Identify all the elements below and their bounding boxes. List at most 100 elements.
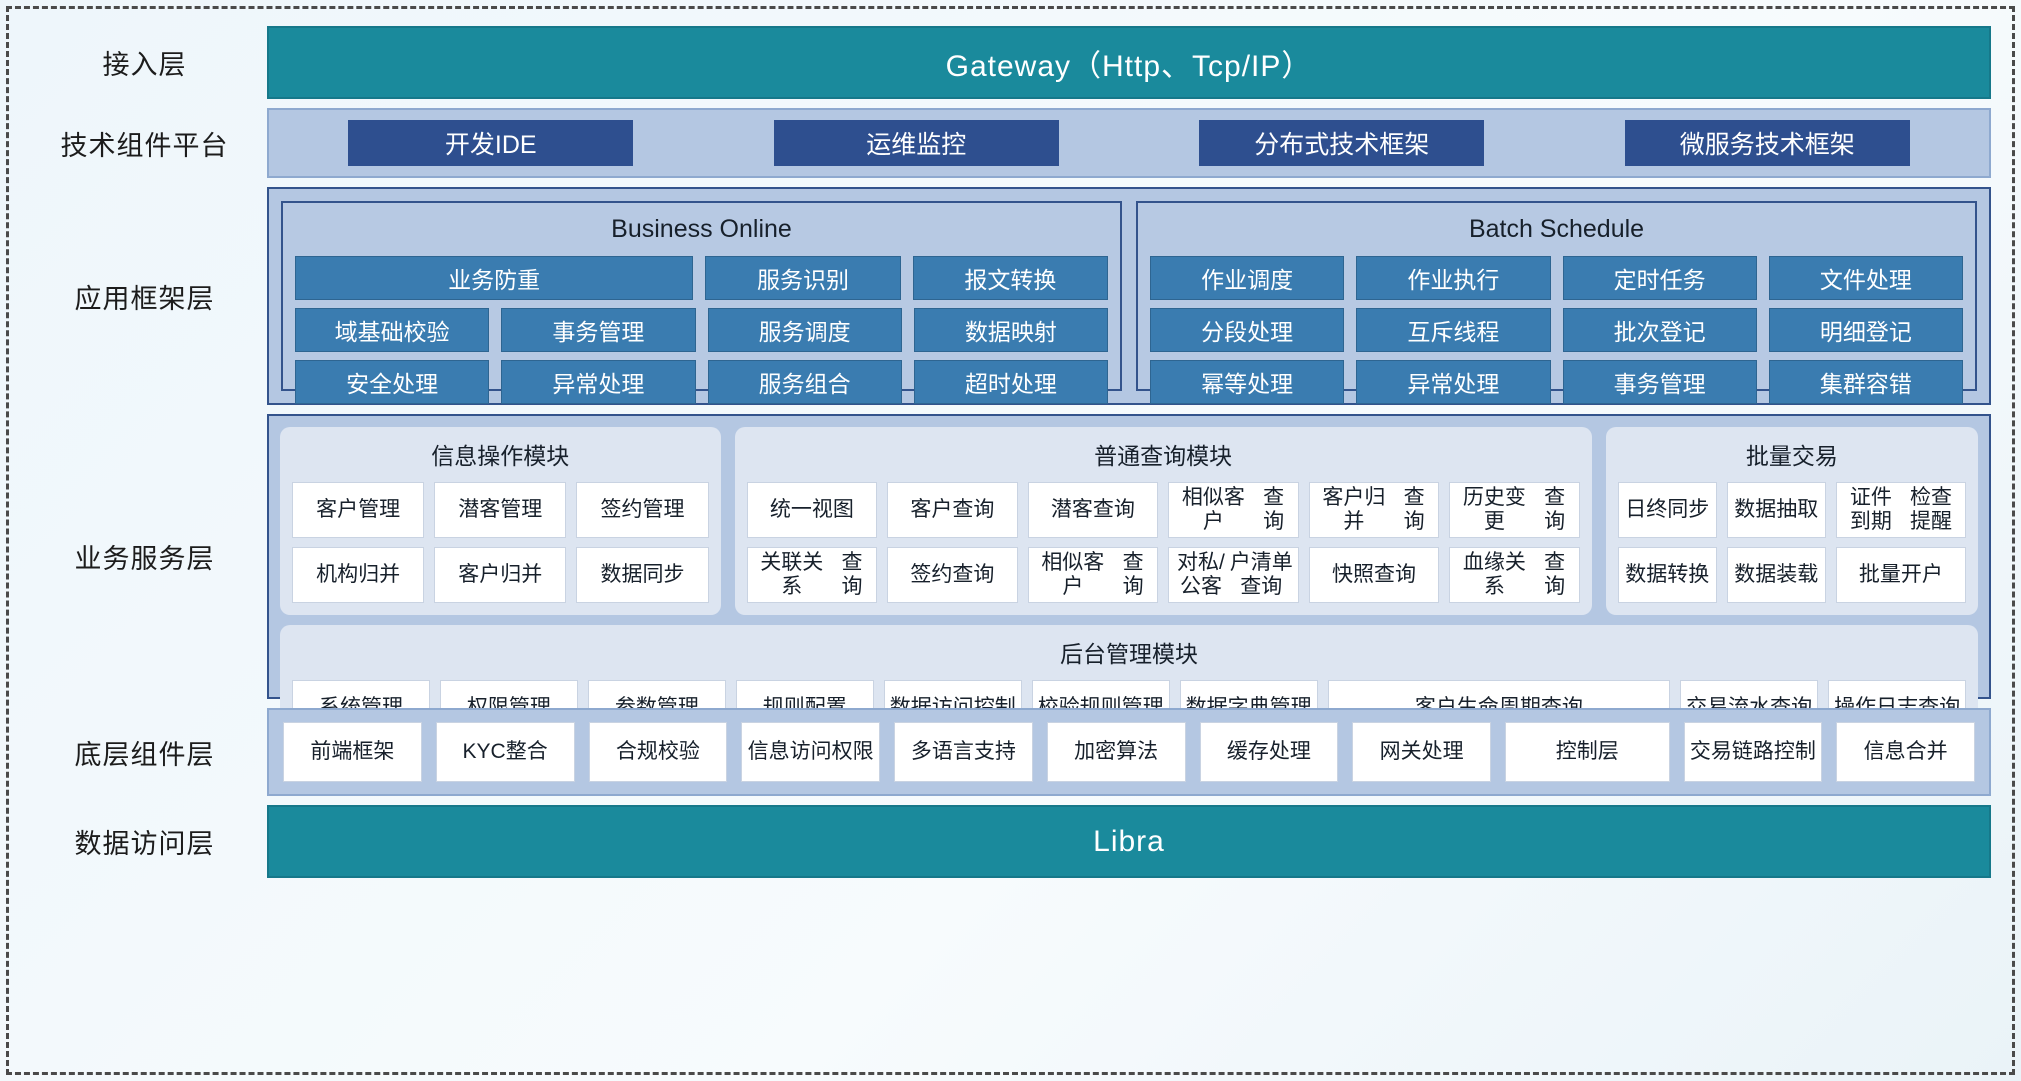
bo-cell-service-composition[interactable]: 服务组合 bbox=[707, 360, 902, 404]
module-title-backend-admin: 后台管理模块 bbox=[1060, 641, 1198, 667]
batch-cell-idempotent-handling[interactable]: 幂等处理 bbox=[1150, 360, 1345, 404]
layers-container: 接入层 Gateway（Http、Tcp/IP） 技术组件平台 开发IDE 运维… bbox=[12, 12, 2009, 1069]
bo-cell-message-transform[interactable]: 报文转换 bbox=[912, 256, 1108, 300]
module-general-query: 普通查询模块 统一视图 客户查询 潜客查询 相似客户查询 客户归并查询 历史变更… bbox=[734, 427, 1592, 615]
bo-cell-security-handling[interactable]: 安全处理 bbox=[295, 360, 490, 404]
batch-cell-segment-processing[interactable]: 分段处理 bbox=[1150, 308, 1345, 352]
layer-label-base-component: 底层组件层 bbox=[74, 739, 215, 770]
tech-chip-dev-ide[interactable]: 开发IDE bbox=[348, 120, 634, 166]
cell-relation-query[interactable]: 关联关系查询 bbox=[746, 547, 878, 603]
cell-batch-account-open[interactable]: 批量开户 bbox=[1835, 547, 1967, 603]
bo-cell-exception-handling[interactable]: 异常处理 bbox=[501, 360, 696, 404]
layer-row-business-service: 业务服务层 信息操作模块 客户管理 潜客管理 签约管理 bbox=[22, 414, 1991, 748]
cell-unified-view[interactable]: 统一视图 bbox=[746, 482, 878, 538]
cell-encryption-algorithm[interactable]: 加密算法 bbox=[1046, 722, 1186, 782]
bo-cell-business-dedup[interactable]: 业务防重 bbox=[295, 256, 694, 300]
cell-prospect-mgmt[interactable]: 潜客管理 bbox=[434, 482, 567, 538]
cell-control-layer[interactable]: 控制层 bbox=[1505, 722, 1670, 782]
bo-cell-service-schedule[interactable]: 服务调度 bbox=[707, 308, 902, 352]
batch-cell-detail-register[interactable]: 明细登记 bbox=[1768, 308, 1963, 352]
cell-customer-merge[interactable]: 客户归并 bbox=[434, 547, 567, 603]
batch-cell-batch-register[interactable]: 批次登记 bbox=[1562, 308, 1757, 352]
cell-private-public-customer-list-query[interactable]: 对私/公客户清单查询 bbox=[1168, 547, 1299, 603]
cell-info-merge[interactable]: 信息合并 bbox=[1836, 722, 1975, 782]
batch-cell-timed-task[interactable]: 定时任务 bbox=[1562, 256, 1757, 300]
tech-chip-ops-monitor[interactable]: 运维监控 bbox=[773, 120, 1059, 166]
layer-body-business-service: 信息操作模块 客户管理 潜客管理 签约管理 机构归并 客户归并 数据同步 bbox=[267, 414, 1991, 748]
cell-snapshot-query[interactable]: 快照查询 bbox=[1308, 547, 1440, 603]
batch-txn-row-1: 日终同步 数据抽取 证件到期检查提醒 bbox=[1617, 482, 1967, 538]
libra-bar[interactable]: Libra bbox=[267, 805, 1991, 878]
batch-cell-job-schedule[interactable]: 作业调度 bbox=[1150, 256, 1345, 300]
batch-cell-transaction-mgmt[interactable]: 事务管理 bbox=[1562, 360, 1757, 404]
module-title-batch-transaction: 批量交易 bbox=[1745, 443, 1838, 469]
query-row-1: 统一视图 客户查询 潜客查询 相似客户查询 客户归并查询 历史变更查询 bbox=[746, 482, 1580, 538]
cell-compliance-check[interactable]: 合规校验 bbox=[588, 722, 728, 782]
layer-row-app-framework: 应用框架层 Business Online 业务防重 服务识别 报文转换 域基础… bbox=[22, 187, 1991, 405]
bo-cell-domain-basic-check[interactable]: 域基础校验 bbox=[295, 308, 490, 352]
cell-customer-mgmt[interactable]: 客户管理 bbox=[292, 482, 425, 538]
query-row-2: 关联关系查询 签约查询 相似客户查询 对私/公客户清单查询 快照查询 血缘关系查… bbox=[746, 547, 1580, 603]
cell-data-transform[interactable]: 数据转换 bbox=[1617, 547, 1717, 603]
tech-platform-band: 开发IDE 运维监控 分布式技术框架 微服务技术框架 bbox=[267, 108, 1991, 178]
batch-cell-file-handling[interactable]: 文件处理 bbox=[1768, 256, 1963, 300]
cell-data-extract[interactable]: 数据抽取 bbox=[1726, 482, 1826, 538]
cell-data-sync[interactable]: 数据同步 bbox=[576, 547, 709, 603]
bo-cell-service-identify[interactable]: 服务识别 bbox=[705, 256, 901, 300]
layer-body-tech-platform: 开发IDE 运维监控 分布式技术框架 微服务技术框架 bbox=[267, 108, 1991, 178]
info-op-row-1: 客户管理 潜客管理 签约管理 bbox=[292, 482, 709, 538]
cell-eod-sync[interactable]: 日终同步 bbox=[1617, 482, 1717, 538]
bs-row-2: 分段处理 互斥线程 批次登记 明细登记 bbox=[1150, 308, 1963, 352]
cell-history-change-query[interactable]: 历史变更查询 bbox=[1449, 482, 1580, 538]
layer-label-business-service: 业务服务层 bbox=[74, 544, 215, 574]
batch-cell-mutex-thread[interactable]: 互斥线程 bbox=[1356, 308, 1551, 352]
module-title-general-query: 普通查询模块 bbox=[1094, 443, 1233, 469]
module-batch-transaction: 批量交易 日终同步 数据抽取 证件到期检查提醒 数据转换 数据装载 批量开户 bbox=[1605, 427, 1978, 615]
layer-row-tech-platform: 技术组件平台 开发IDE 运维监控 分布式技术框架 微服务技术框架 bbox=[22, 108, 1991, 178]
cell-info-access-permission[interactable]: 信息访问权限 bbox=[741, 722, 880, 782]
cell-customer-merge-query[interactable]: 客户归并查询 bbox=[1308, 482, 1440, 538]
cell-contract-mgmt[interactable]: 签约管理 bbox=[576, 482, 709, 538]
layer-body-access: Gateway（Http、Tcp/IP） bbox=[267, 26, 1991, 99]
batch-cell-exception-handling[interactable]: 异常处理 bbox=[1356, 360, 1551, 404]
group-business-online: Business Online 业务防重 服务识别 报文转换 域基础校验 事务管… bbox=[281, 201, 1122, 404]
cell-org-merge[interactable]: 机构归并 bbox=[292, 547, 425, 603]
bs-row-1: 作业调度 作业执行 定时任务 文件处理 bbox=[1150, 256, 1963, 300]
batch-cell-job-execute[interactable]: 作业执行 bbox=[1356, 256, 1551, 300]
cell-certificate-expiry-reminder[interactable]: 证件到期检查提醒 bbox=[1835, 482, 1967, 538]
batch-txn-row-2: 数据转换 数据装载 批量开户 bbox=[1617, 547, 1967, 603]
batch-cell-cluster-fault-tolerance[interactable]: 集群容错 bbox=[1768, 360, 1963, 404]
tech-chip-distributed-framework[interactable]: 分布式技术框架 bbox=[1199, 120, 1485, 166]
cell-similar-customer-query[interactable]: 相似客户查询 bbox=[1168, 482, 1299, 538]
cell-gateway-handling[interactable]: 网关处理 bbox=[1352, 722, 1491, 782]
layer-label-app-framework: 应用框架层 bbox=[74, 283, 215, 314]
bo-row-2: 域基础校验 事务管理 服务调度 数据映射 bbox=[295, 308, 1108, 352]
cell-data-load[interactable]: 数据装载 bbox=[1726, 547, 1826, 603]
cell-multilanguage-support[interactable]: 多语言支持 bbox=[894, 722, 1033, 782]
cell-customer-query[interactable]: 客户查询 bbox=[887, 482, 1018, 538]
cell-cache-handling[interactable]: 缓存处理 bbox=[1199, 722, 1339, 782]
tech-chip-microservice-framework[interactable]: 微服务技术框架 bbox=[1624, 120, 1910, 166]
cell-similar-customer-query-2[interactable]: 相似客户查询 bbox=[1027, 547, 1159, 603]
cell-frontend-framework[interactable]: 前端框架 bbox=[283, 722, 422, 782]
layer-body-app-framework: Business Online 业务防重 服务识别 报文转换 域基础校验 事务管… bbox=[267, 187, 1991, 405]
bo-cell-timeout-handling[interactable]: 超时处理 bbox=[913, 360, 1108, 404]
group-title-batch-schedule: Batch Schedule bbox=[1468, 215, 1645, 243]
info-op-row-2: 机构归并 客户归并 数据同步 bbox=[292, 547, 709, 603]
group-batch-schedule: Batch Schedule 作业调度 作业执行 定时任务 文件处理 分段处理 … bbox=[1136, 201, 1977, 404]
cell-transaction-chain-control[interactable]: 交易链路控制 bbox=[1683, 722, 1823, 782]
group-title-business-online: Business Online bbox=[611, 215, 792, 243]
business-service-panel: 信息操作模块 客户管理 潜客管理 签约管理 机构归并 客户归并 数据同步 bbox=[267, 414, 1991, 748]
layer-label-data-access: 数据访问层 bbox=[74, 829, 215, 859]
bo-cell-transaction-mgmt[interactable]: 事务管理 bbox=[501, 308, 696, 352]
cell-prospect-query[interactable]: 潜客查询 bbox=[1027, 482, 1159, 538]
cell-lineage-relation-query[interactable]: 血缘关系查询 bbox=[1449, 547, 1580, 603]
bo-cell-data-mapping[interactable]: 数据映射 bbox=[913, 308, 1108, 352]
cell-contract-query[interactable]: 签约查询 bbox=[887, 547, 1018, 603]
bo-row-1: 业务防重 服务识别 报文转换 bbox=[295, 256, 1108, 300]
gateway-bar[interactable]: Gateway（Http、Tcp/IP） bbox=[267, 26, 1991, 99]
